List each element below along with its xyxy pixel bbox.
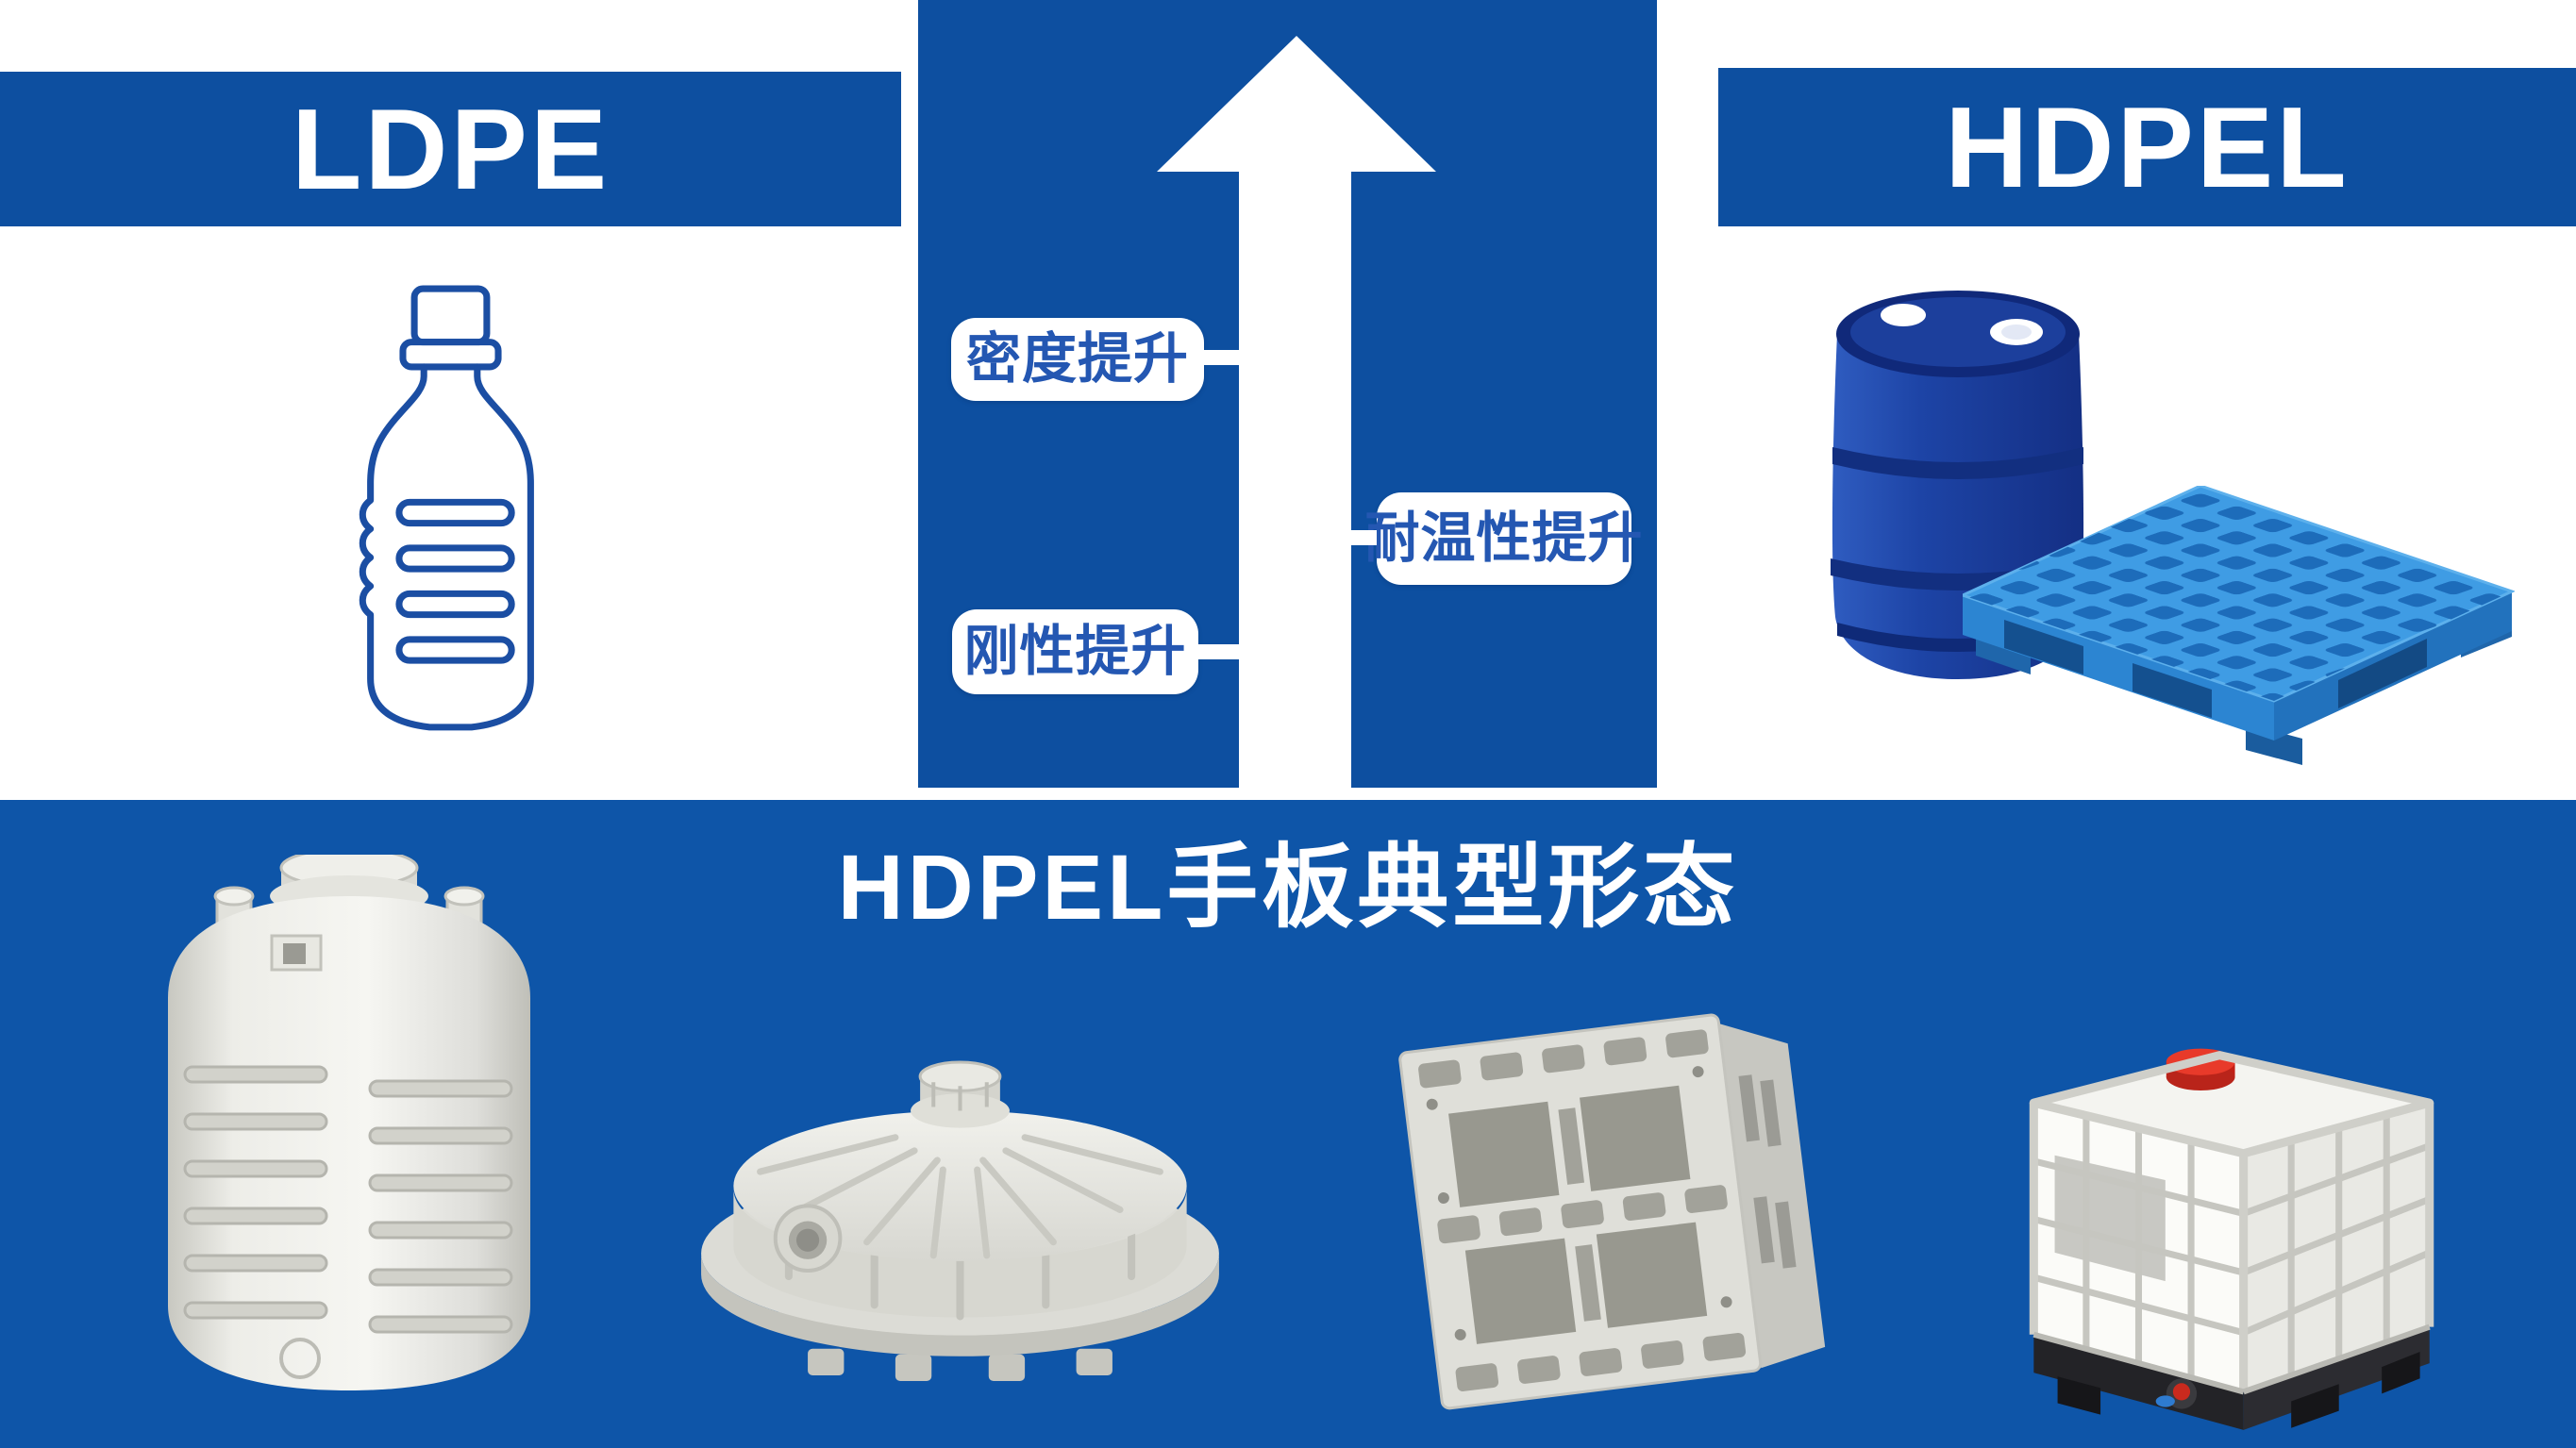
ldpe-label: LDPE [291,85,611,213]
hdpel-band: HDPEL [1718,68,2576,226]
up-arrow-icon [1157,36,1436,788]
water-storage-tank-icon [168,855,530,1390]
callout-temperature-connector [1345,530,1377,545]
ibc-tote-icon [2029,1048,2434,1430]
callout-rigidity: 刚性提升 [952,609,1198,694]
bottom-section: HDPEL手板典型形态 [0,800,2576,1448]
callout-rigidity-connector [1198,644,1240,659]
callout-rigidity-label: 刚性提升 [963,621,1187,682]
hdpe-pallet-icon [1963,486,2515,765]
callout-density-connector [1204,350,1240,365]
plastic-pallet-icon [1398,1013,1826,1410]
callout-density: 密度提升 [951,318,1204,401]
hdpel-label: HDPEL [1945,83,2350,211]
round-tank-cover-icon [701,1060,1219,1382]
ldpe-band: LDPE [0,72,901,226]
callout-temperature-label: 耐温性提升 [1364,508,1644,569]
hdpe-drum-icon [1831,291,2085,679]
callout-density-label: 密度提升 [965,328,1189,390]
callout-temperature: 耐温性提升 [1365,492,1643,585]
ldpe-bottle-icon [359,285,534,731]
bottom-title: HDPEL手板典型形态 [837,836,1739,939]
